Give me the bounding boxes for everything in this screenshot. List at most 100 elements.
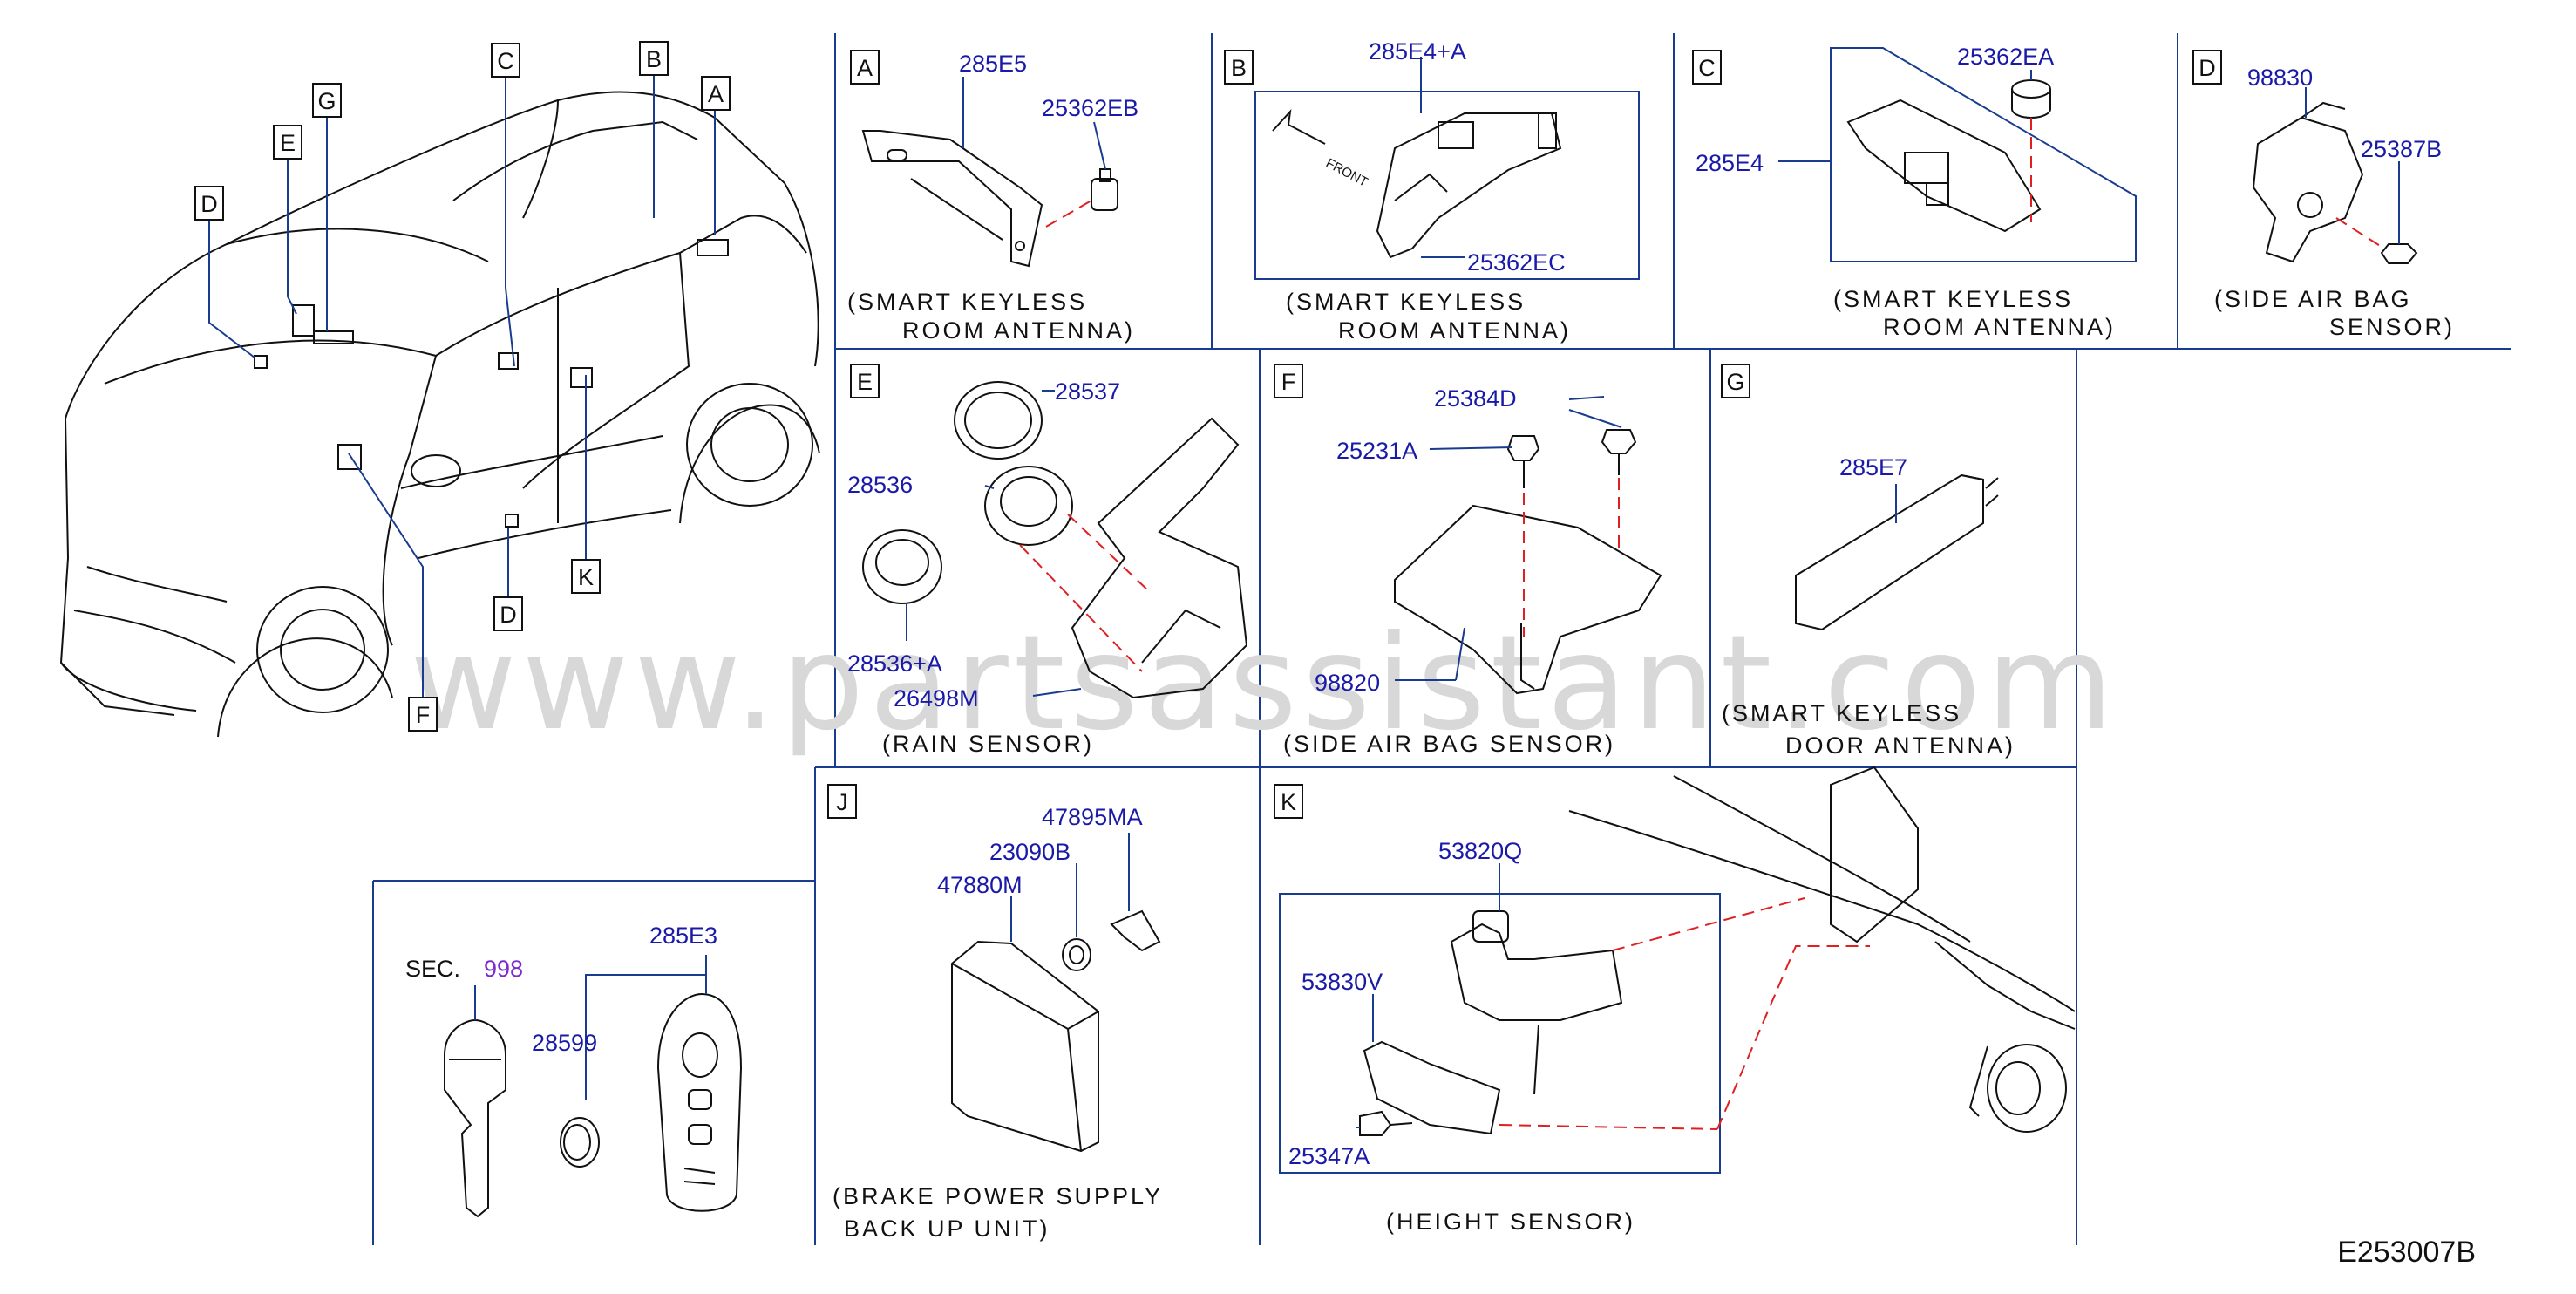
vehicle-callout-k: K [571,559,601,594]
rain-sensor-28536 [984,466,1073,546]
clip-25362eb [1091,168,1118,211]
vehicle-outline [59,91,820,738]
panel-d-letter: D [2199,55,2216,81]
vehicle-callout-d-upper: D [194,186,224,221]
part-53820q: 53820Q [1438,838,1522,864]
panel-c-detail-frame [1830,47,2137,262]
part-28536: 28536 [847,472,913,498]
mechanical-key [444,1018,506,1218]
panel-k-letter: K [1281,789,1296,815]
vehicle-callout-g: G [312,83,342,118]
brake-power-supply-back-up-unit [951,940,1099,1153]
panel-f-caption-1: (SIDE AIR BAG SENSOR) [1283,731,1615,757]
vehicle-callout-e: E [273,125,302,160]
side-air-bag-sensor-d [2252,101,2364,263]
side-air-bag-sensor-f [1394,504,1662,695]
panel-j: J 47880M 23090B 47895MA (BRAKE POWER SUP… [827,784,1163,1242]
panel-c-letter: C [1698,55,1716,81]
suspension-arm [1568,766,2076,1133]
panel-k: K 53820Q 53830V 25347A [1274,766,2076,1235]
grommet-23090b [1062,938,1091,971]
svg-text:C: C [497,48,514,74]
section-label: SEC. [405,956,460,982]
rain-sensor-28536-plus-a [862,529,942,604]
svg-text:B: B [646,46,662,72]
watermark: www.partsassistant.com [410,608,2118,759]
svg-text:D: D [500,602,517,628]
vehicle-overview: A B C D E F G K [59,41,820,738]
bracket-26498m [1071,417,1248,699]
svg-text:D: D [201,191,218,217]
panel-g-caption-1: (SMART KEYLESS [1722,700,1961,726]
part-53830v: 53830V [1302,969,1383,995]
bolt-25347a [1359,1110,1413,1136]
part-285e7: 285E7 [1839,454,1907,480]
panel-j-caption-1: (BRAKE POWER SUPPLY [833,1183,1163,1209]
part-25347a: 25347A [1288,1143,1370,1169]
part-25384d: 25384D [1434,385,1517,412]
svg-text:G: G [317,88,336,114]
panel-c: C 25362EA 285E4 (SMART KEYLESS ROOM ANTE… [1692,44,2137,340]
bolt-25231a [1506,435,1540,488]
svg-text:K: K [578,564,594,590]
diagram-code: E253007B [2337,1236,2476,1269]
vehicle-callout-f: F [408,697,438,732]
panel-e: E 28537 28536 28536+A 26498M (RAIN SENSO… [847,364,1248,757]
part-25362ea: 25362EA [1957,44,2054,70]
panel-e-caption-1: (RAIN SENSOR) [882,731,1094,757]
part-47895ma: 47895MA [1042,804,1143,830]
part-98830: 98830 [2247,65,2313,91]
panel-g-letter: G [1726,369,1744,395]
panel-b-detail-frame [1254,91,1640,280]
panel-e-letter: E [857,369,873,395]
part-285e3: 285E3 [649,923,717,949]
vehicle-callout-c: C [491,43,520,78]
section-number: 998 [484,956,523,982]
part-25362ec: 25362EC [1467,249,1566,276]
panel-b-letter: B [1231,55,1247,81]
bracket-47895ma [1110,909,1161,952]
part-28536-plus-a: 28536+A [847,650,942,677]
panel-d: D 98830 25387B (SIDE AIR BAG SENSOR) [2192,50,2455,340]
panel-b-caption-1: (SMART KEYLESS [1286,289,1526,315]
intelligent-key-fob [656,992,743,1212]
panel-c-caption-2: ROOM ANTENNA) [1883,314,2116,340]
part-26498m: 26498M [894,685,979,712]
panel-grid [372,33,2511,1245]
panel-g-caption-2: DOOR ANTENNA) [1785,732,2015,759]
part-25362eb: 25362EB [1042,95,1138,121]
part-98820: 98820 [1315,670,1380,696]
part-285e4: 285E4 [1696,150,1764,176]
panel-b-caption-2: ROOM ANTENNA) [1338,317,1571,344]
panel-a: A 285E5 25362EB (SMART KEYLESS ROOM ANTE… [847,50,1138,344]
svg-text:E: E [280,130,296,156]
part-47880m: 47880M [937,872,1023,898]
vehicle-callout-b: B [639,41,669,76]
part-28537: 28537 [1055,378,1120,405]
vehicle-callout-a: A [701,76,731,111]
part-23090b: 23090B [989,839,1071,865]
panel-k-caption-1: (HEIGHT SENSOR) [1386,1209,1635,1235]
smart-keyless-room-antenna-b [1376,112,1562,259]
smart-keyless-door-antenna [1795,473,1999,631]
panel-key: SEC. 998 285E3 28599 [405,923,743,1218]
svg-text:F: F [416,702,431,728]
rain-sensor-cover-28537 [954,381,1043,460]
panel-a-caption-1: (SMART KEYLESS [847,289,1087,315]
smart-keyless-room-antenna-c [1846,99,2042,233]
panel-g: G 285E7 (SMART KEYLESS DOOR ANTENNA) [1721,364,2015,759]
height-sensor-53820q [1450,910,1623,1095]
panel-a-caption-2: ROOM ANTENNA) [902,317,1135,344]
front-arrow [1272,108,1326,145]
panel-b: B FRONT 285E4+A 25362EC (SMART KEYLESS R… [1224,38,1640,344]
link-bracket-53830v [1363,1040,1501,1135]
nut-25387b [2380,243,2418,264]
panel-d-caption-2: SENSOR) [2329,314,2455,340]
part-25231a: 25231A [1336,438,1417,464]
part-285e5: 285E5 [959,51,1027,77]
panel-f: F 25384D 25231A 98820 (SIDE AIR BAG SENS… [1274,364,1662,757]
clip-25362ea [2011,79,2051,119]
panel-d-caption-1: (SIDE AIR BAG [2214,286,2412,312]
part-285e4-plus-a: 285E4+A [1369,38,1466,65]
